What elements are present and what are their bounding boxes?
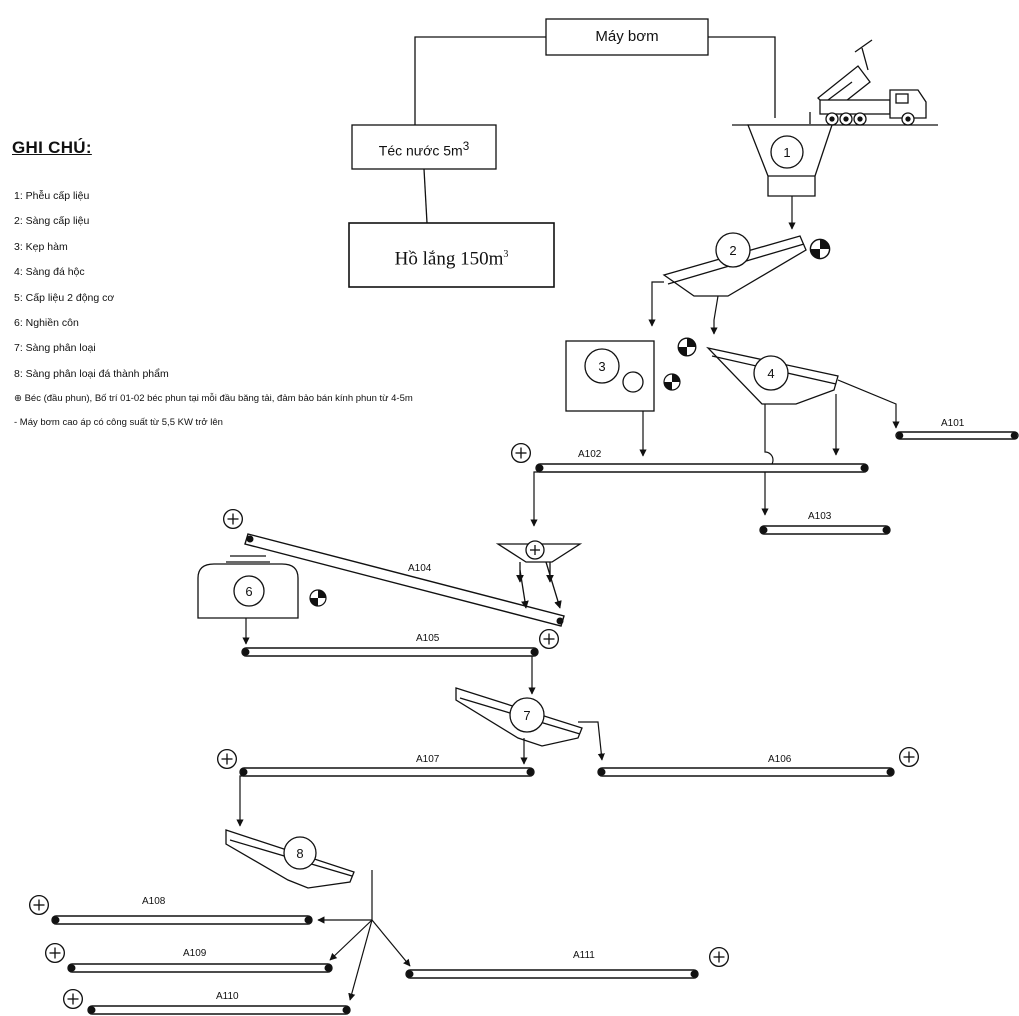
legend-item: 7: Sàng phân loại [14,342,96,355]
legend-nozzle-note: ⊕ Béc (đầu phun), Bố trí 01-02 béc phun … [14,393,413,404]
conveyor-a105 [241,647,539,657]
conveyor-a104 [244,533,565,627]
label-a108: A108 [142,896,166,907]
label-a106: A106 [768,754,792,765]
feeder-screen [662,232,807,297]
nozzle-a102 [510,442,532,464]
legend-item: 4: Sàng đá hộc [14,266,85,279]
nozzle-a109 [44,942,66,964]
equipment-numbers: 1 2 3 4 6 7 8 [245,145,790,861]
conveyor-a111 [405,969,699,979]
nozzle-a107 [216,748,238,770]
label-a110: A110 [216,991,239,1002]
label-a104: A104 [408,563,432,574]
label-a107: A107 [416,754,440,765]
nozzle-a108 [28,894,50,916]
legend-title: GHI CHÚ: [12,138,92,157]
legend-item: 2: Sàng cấp liệu [14,215,90,228]
nozzle-a110 [62,988,84,1010]
conveyor-labels: A101 A102 A103 A104 A105 A106 A107 A108 … [142,418,965,1002]
water-tank-box [351,124,497,170]
settling-pond-box [348,222,555,288]
label-a105: A105 [416,633,440,644]
number-7: 7 [523,708,530,723]
feed-hopper [732,124,938,197]
legend-item: 5: Cấp liệu 2 động cơ [14,291,115,304]
nozzle-a104-end [538,628,560,650]
pump-box [545,18,709,56]
settling-pond-unit-sup: 3 [503,249,509,260]
legend-item: 6: Nghiền côn [14,316,79,329]
conveyor-a106 [597,767,895,777]
water-tank-label: Téc nước 5m3 [352,125,496,169]
cone-crusher [197,555,299,619]
conveyor-a109 [67,963,333,973]
conveyor-a102 [535,463,869,473]
conveyor-a107 [239,767,535,777]
legend-pump-note: - Máy bơm cao áp có công suất từ 5,5 KW … [14,417,223,428]
number-3: 3 [598,359,605,374]
nozzle-a106 [898,746,920,768]
pump-label: Máy bơm [595,28,659,45]
grizzly-screen [706,346,839,405]
number-2: 2 [729,243,736,258]
number-6: 6 [245,584,252,599]
conveyor-a101 [895,431,1019,440]
two-motor-feeder [495,540,583,609]
label-a111: A111 [573,950,595,961]
legend-item: 8: Sàng phân loại đá thành phẩm [14,367,169,380]
dump-truck-icon [809,39,927,126]
label-a102: A102 [578,449,602,460]
label-a109: A109 [183,948,207,959]
label-a103: A103 [808,511,832,522]
jaw-crusher [565,340,655,412]
number-4: 4 [767,366,774,381]
legend-list: 1: Phễu cấp liệu 2: Sàng cấp liệu 3: Kẹp… [14,184,169,387]
number-1: 1 [783,145,790,160]
water-tank-unit-sup: 3 [462,140,470,153]
nozzle-a111 [708,946,730,968]
number-8: 8 [296,846,303,861]
classifying-screen [455,687,583,747]
settling-pond-label: Hồ lắng 150m3 [349,223,554,287]
settling-pond-text: Hồ lắng 150m [394,248,504,270]
nozzle-a104 [222,508,244,530]
legend-item: 3: Kẹp hàm [14,240,68,253]
conveyor-a103 [759,525,891,535]
conveyor-a108 [51,915,313,925]
conveyor-a110 [87,1005,351,1015]
legend-item: 1: Phễu cấp liệu [14,190,90,202]
finished-product-screen [225,829,355,889]
water-tank-text: Téc nước 5m [378,142,463,159]
conveyor-belts [51,431,1019,1015]
label-a101: A101 [941,418,965,429]
water-supply-lines [414,36,776,224]
